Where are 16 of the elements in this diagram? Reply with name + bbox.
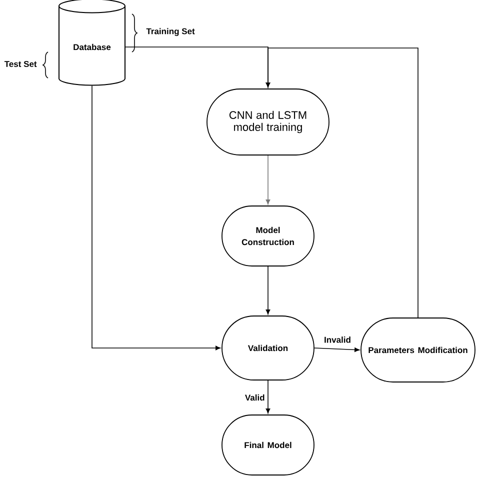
arrow	[92, 85, 220, 350]
set-label: Test Set	[4, 61, 37, 67]
set-label: Training Set	[146, 28, 195, 36]
arrow	[266, 266, 270, 314]
process-box: Final Model	[222, 414, 314, 476]
process-box: Validation	[222, 316, 314, 380]
arrow	[314, 348, 360, 352]
database-cylinder: Database	[58, 0, 126, 86]
process-box: Parameters Modification	[360, 318, 476, 382]
arrow	[266, 48, 418, 318]
process-box: CNN and LSTM model training	[206, 88, 330, 156]
arrow	[266, 380, 270, 414]
arrow	[266, 155, 270, 204]
process-box: Model Construction	[222, 206, 314, 266]
edge-label: Invalid	[323, 336, 352, 344]
edge-label: Valid	[244, 393, 266, 402]
